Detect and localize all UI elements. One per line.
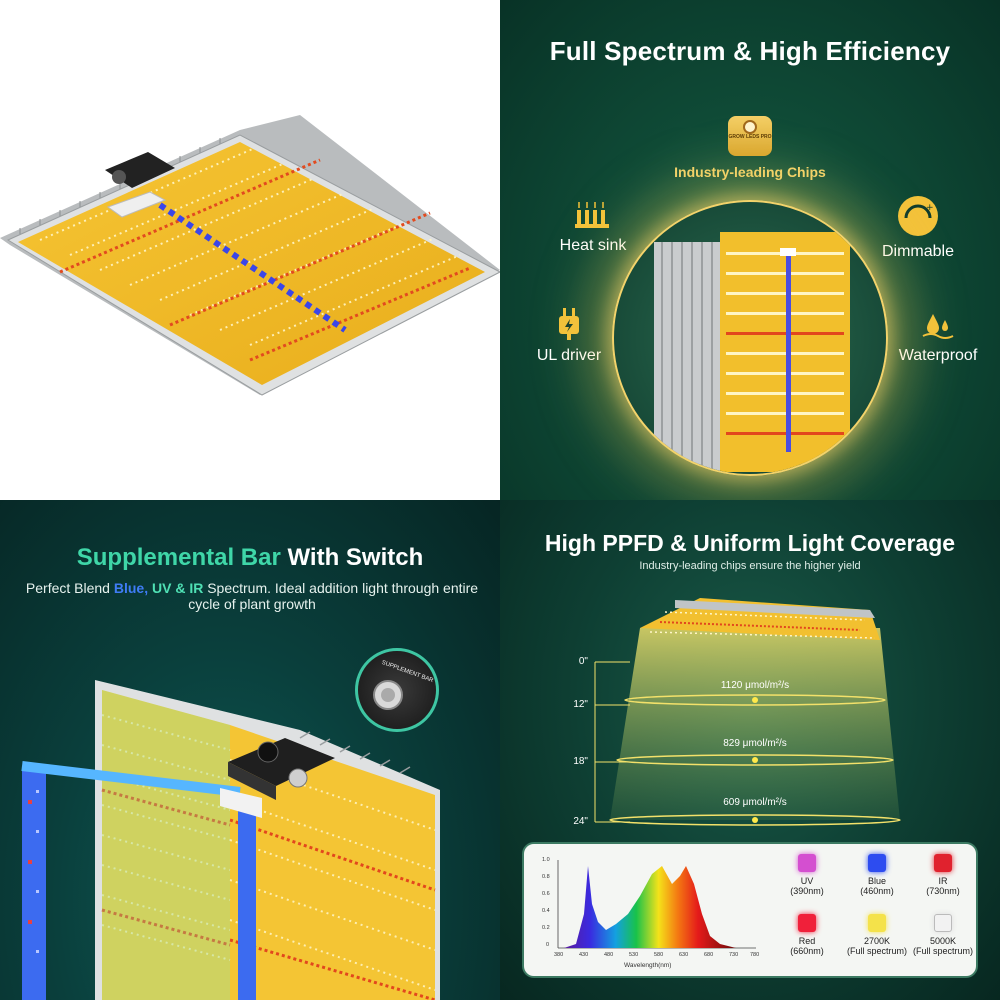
x-tick-730: 730 — [729, 952, 739, 958]
chip-badge-icon: GROW LEDS PRO — [728, 116, 772, 156]
uv-color-swatch — [798, 854, 816, 872]
x-tick-430: 430 — [579, 952, 589, 958]
ir-color-swatch — [934, 854, 952, 872]
subtitle-text-1: Perfect Blend — [25, 580, 114, 596]
supplemental-title-rest: With Switch — [280, 544, 424, 571]
legend-red-name: Red — [798, 936, 816, 946]
switch-closeup-circle: SUPPLEMENT BAR — [355, 648, 439, 732]
ppfd-subtitle: Industry-leading chips ensure the higher… — [639, 560, 861, 572]
product-closeup-circle — [612, 200, 888, 476]
cool-white-color-swatch — [934, 914, 952, 932]
height-label-12: 12" — [573, 699, 588, 710]
feature-waterproof: Waterproof — [888, 310, 988, 365]
legend-5000k: 5000K (Full spectrum) — [908, 914, 978, 956]
feature-chips-label: Industry-leading Chips — [674, 164, 826, 180]
y-tick-0: 0 — [546, 942, 550, 948]
x-tick-630: 630 — [679, 952, 689, 958]
waterproof-label: Waterproof — [898, 347, 978, 364]
ppfd-panel: High PPFD & Uniform Light Coverage Indus… — [500, 500, 1000, 1000]
chip-badge-text: GROW LEDS PRO — [728, 134, 772, 140]
heat-sink-label: Heat sink — [559, 237, 627, 254]
legend-ir-name: IR — [938, 876, 948, 886]
x-tick-580: 580 — [654, 952, 664, 958]
svg-text:+: + — [926, 203, 934, 213]
legend-5000k-name: 5000K — [929, 936, 957, 946]
feature-dimmable: + Dimmable — [868, 194, 968, 261]
y-tick-0-6: 0.6 — [542, 891, 550, 897]
ppfd-value-24: 609 μmol/m²/s — [723, 797, 787, 808]
legend-blue-name: Blue — [867, 876, 886, 886]
ppfd-title: High PPFD & Uniform Light Coverage — [544, 530, 956, 556]
x-axis-label: Wavelength(nm) — [624, 962, 672, 969]
legend-uv-name: UV — [800, 876, 814, 886]
x-tick-530: 530 — [629, 952, 639, 958]
supplemental-title-highlight: Supplemental Bar — [76, 544, 281, 571]
x-tick-680: 680 — [704, 952, 714, 958]
x-tick-380: 380 — [554, 952, 564, 958]
ppfd-value-18: 829 μmol/m²/s — [723, 738, 787, 749]
y-tick-1-0: 1.0 — [542, 857, 550, 863]
grow-light-panel-image — [0, 115, 500, 396]
legend-5000k-detail: (Full spectrum) — [912, 946, 973, 956]
dimmer-icon: + — [898, 196, 938, 236]
heat-sink-icon — [575, 202, 609, 228]
legend-ir-detail: (730nm) — [926, 886, 960, 896]
legend-blue: Blue (460nm) — [842, 854, 912, 896]
legend-ir: IR (730nm) — [908, 854, 978, 896]
x-tick-480: 480 — [604, 952, 614, 958]
legend-2700k: 2700K (Full spectrum) — [842, 914, 912, 956]
light-cone-diagram — [594, 598, 901, 826]
supplemental-title: Supplemental Bar With Switch — [0, 544, 500, 572]
ul-driver-label: UL driver — [536, 347, 602, 364]
feature-heat-sink: Heat sink — [548, 200, 638, 255]
blue-color-swatch — [868, 854, 886, 872]
legend-red: Red (660nm) — [772, 914, 842, 956]
legend-red-detail: (660nm) — [790, 946, 824, 956]
height-label-18: 18" — [573, 756, 588, 767]
legend-blue-detail: (460nm) — [860, 886, 894, 896]
red-color-swatch — [798, 914, 816, 932]
legend-2700k-name: 2700K — [863, 936, 891, 946]
warm-white-color-swatch — [868, 914, 886, 932]
spectrum-chart — [557, 860, 756, 949]
spectrum-panel: 1.0 0.8 0.6 0.4 0.2 0 380 430 480 530 58… — [522, 842, 978, 978]
subtitle-text-2: Spectrum. Ideal addition light through e… — [188, 580, 479, 612]
x-tick-780: 780 — [750, 952, 760, 958]
light-with-bar-image — [21, 680, 440, 1000]
features-title: Full Spectrum & High Efficiency — [549, 36, 951, 66]
legend-uv: UV (390nm) — [772, 854, 842, 896]
supplemental-bar-panel: Supplemental Bar With Switch Perfect Ble… — [0, 500, 500, 1000]
supplement-switch-icon — [373, 680, 403, 710]
subtitle-blue: Blue, — [113, 580, 149, 596]
subtitle-uv-ir: UV & IR — [151, 580, 204, 596]
product-photo-panel — [0, 0, 500, 500]
legend-2700k-detail: (Full spectrum) — [846, 946, 907, 956]
y-tick-0-2: 0.2 — [542, 925, 550, 931]
y-tick-0-4: 0.4 — [542, 908, 550, 914]
water-drop-icon — [922, 314, 954, 339]
legend-uv-detail: (390nm) — [790, 886, 824, 896]
height-label-24: 24" — [573, 816, 588, 827]
ppfd-value-12: 1120 μmol/m²/s — [720, 680, 790, 691]
dimmable-label: Dimmable — [881, 243, 954, 260]
height-label-0: 0" — [578, 656, 588, 667]
feature-ul-driver: UL driver — [524, 306, 614, 365]
features-panel: Full Spectrum & High Efficiency GROW LED… — [500, 0, 1000, 500]
plug-icon — [559, 308, 579, 340]
light-side-view-image — [654, 232, 850, 472]
supplemental-subtitle: Perfect Blend Blue, UV & IR Spectrum. Id… — [22, 580, 482, 612]
y-tick-0-8: 0.8 — [542, 874, 550, 880]
